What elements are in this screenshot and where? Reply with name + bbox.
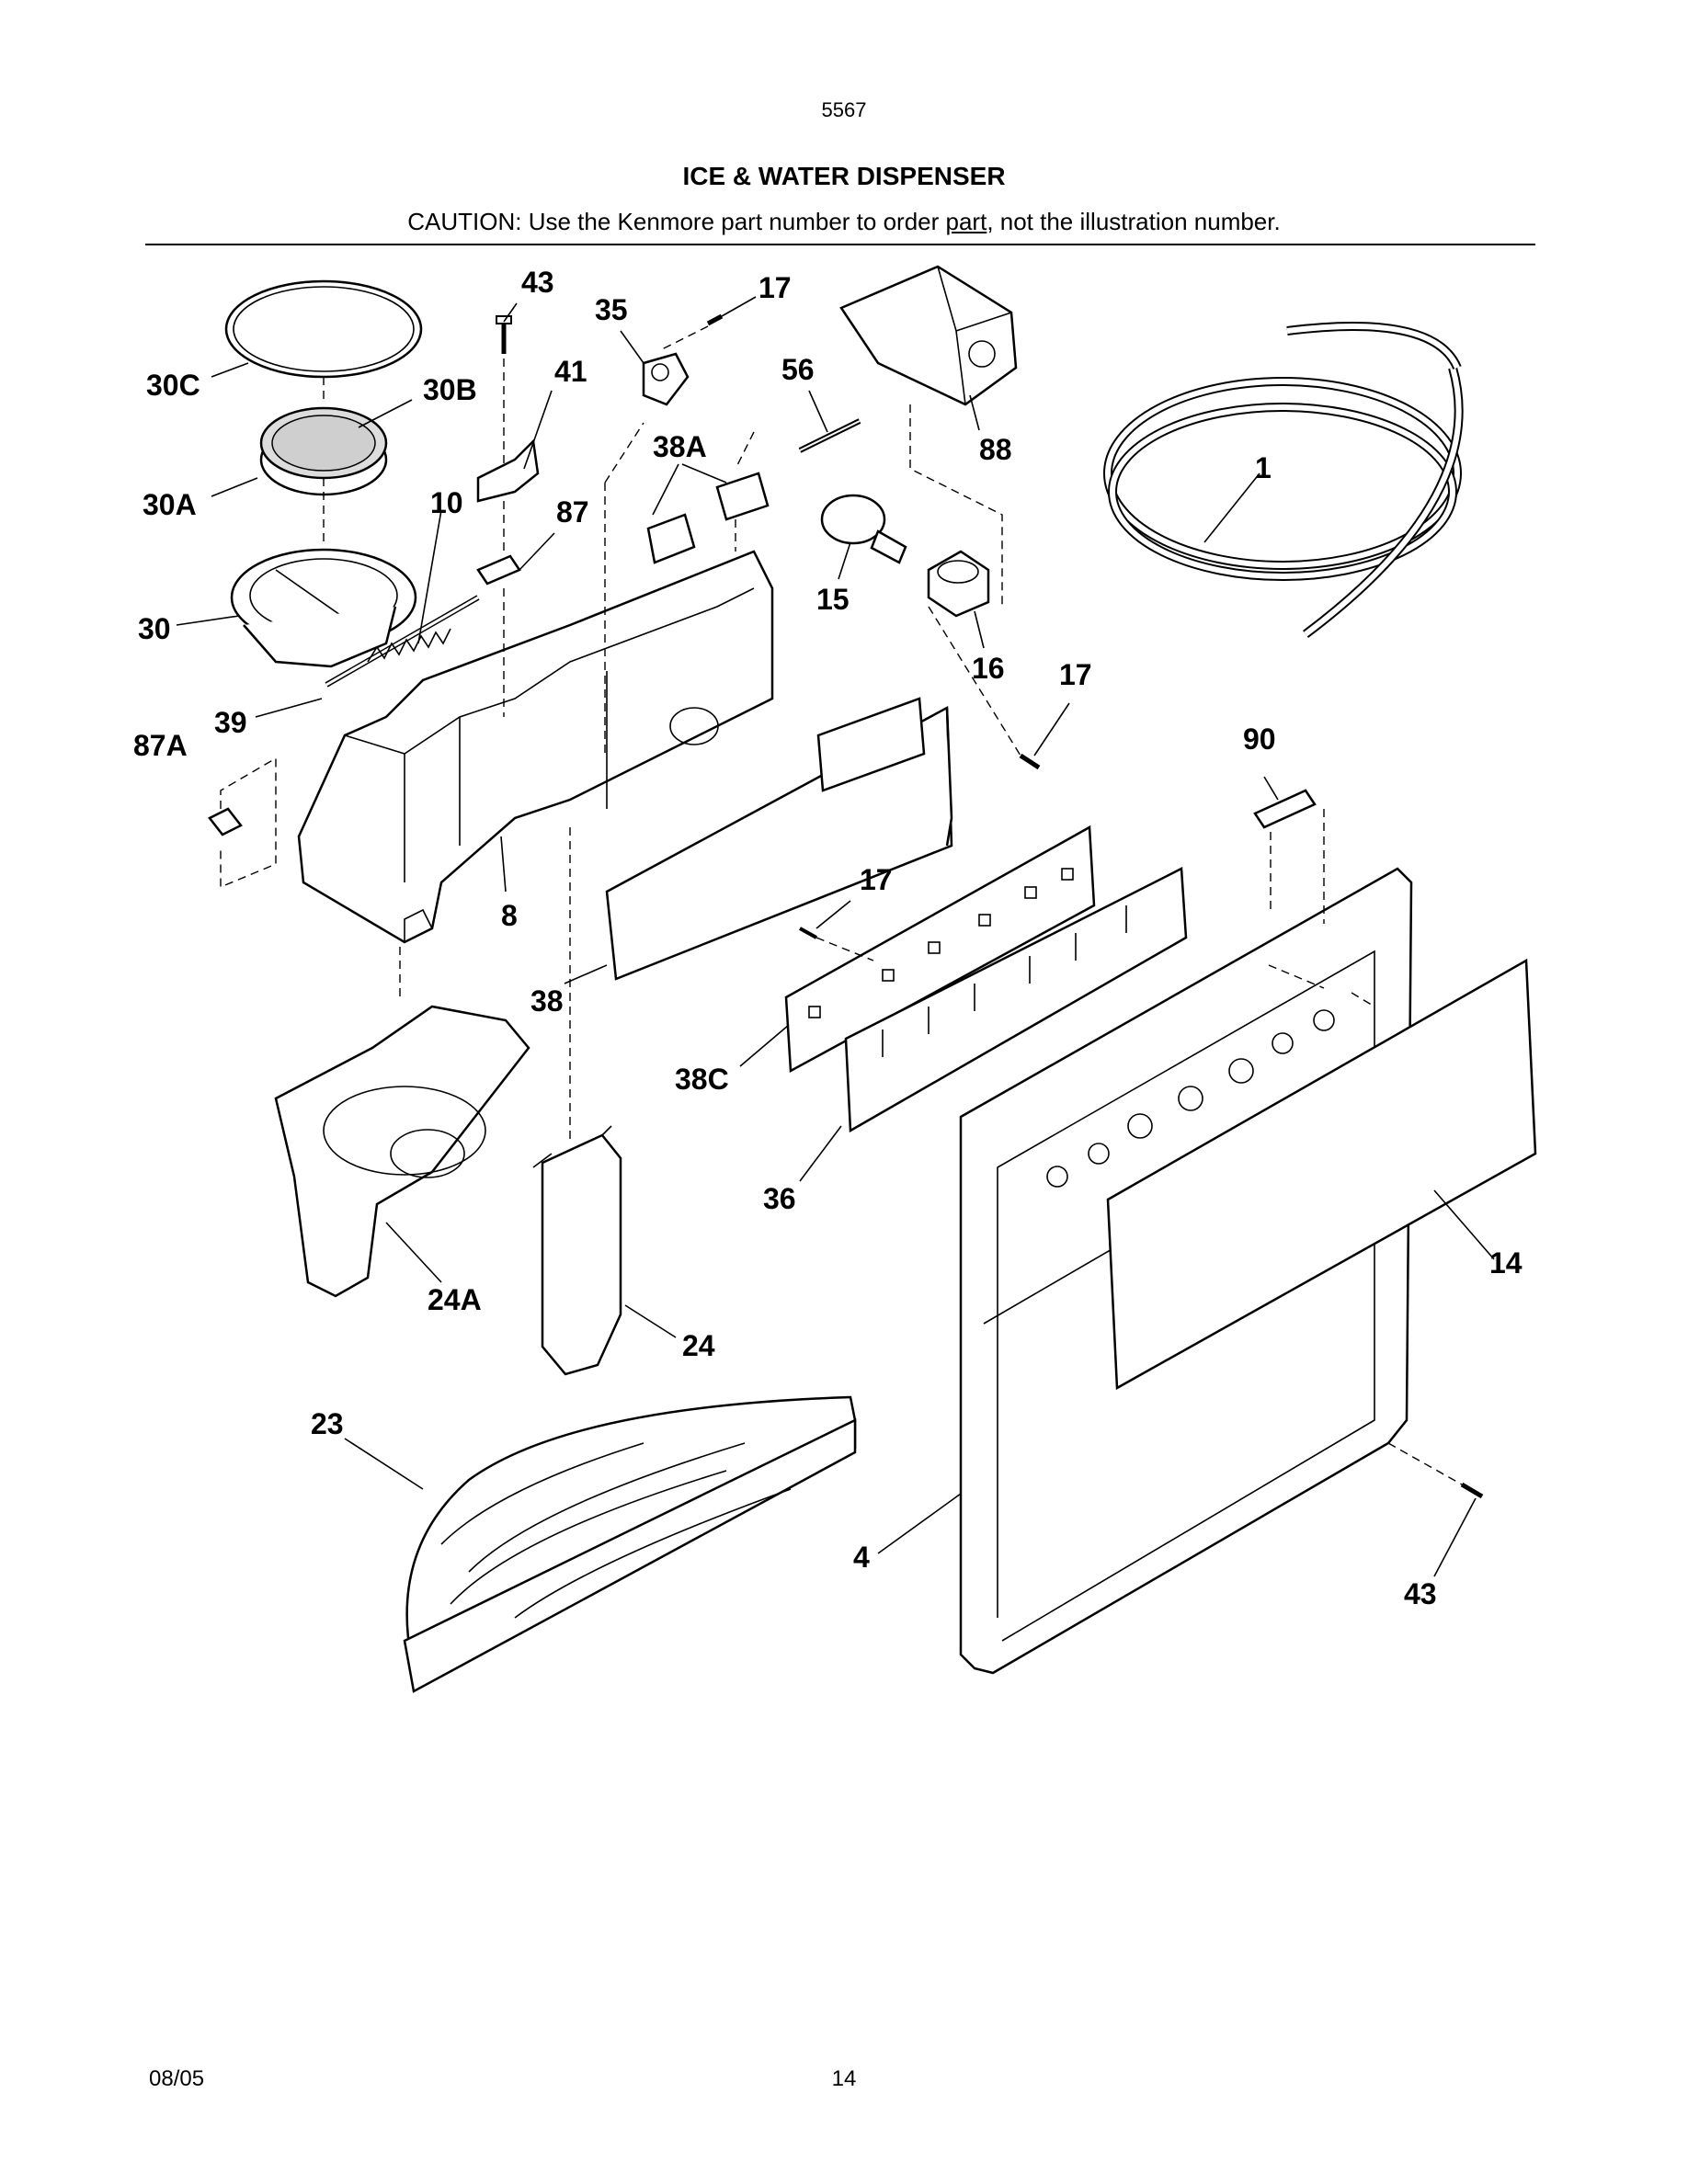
part-control-board-38 — [605, 697, 953, 981]
caution-prefix: CAUTION: Use the Kenmore part number to … — [407, 208, 946, 235]
callout-17: 17 — [758, 271, 792, 304]
footer-page-number: 14 — [831, 2066, 857, 2091]
callout-38: 38 — [530, 984, 564, 1018]
callout-17-mid: 17 — [860, 863, 893, 896]
callout-35: 35 — [595, 293, 628, 326]
part-screw-43-top — [496, 315, 512, 354]
part-screw-56 — [798, 418, 861, 453]
callout-41: 41 — [554, 355, 587, 388]
callout-labels: 43 35 17 30C 41 56 30B 38A 88 1 30A 10 8… — [133, 266, 1523, 1610]
header-rule — [145, 244, 1535, 245]
part-gasket-ring — [224, 279, 423, 379]
callout-8: 8 — [501, 899, 518, 932]
callout-15: 15 — [816, 583, 850, 616]
callout-38a: 38A — [653, 430, 707, 463]
callout-17-right: 17 — [1059, 658, 1092, 691]
part-flapper-housing — [230, 548, 417, 668]
part-ice-chute-24a — [274, 1005, 530, 1298]
part-switches-38a — [646, 472, 770, 564]
part-chute-door-24 — [532, 1125, 622, 1376]
callout-16: 16 — [972, 652, 1005, 685]
part-clip-87a — [208, 756, 277, 889]
part-lever-strip-36 — [844, 867, 1188, 1133]
caution-underlined: part — [945, 208, 987, 235]
part-screw-43-bottom — [1460, 1482, 1484, 1499]
callout-39: 39 — [214, 706, 247, 739]
callout-24: 24 — [682, 1329, 715, 1362]
part-switch-board-38c — [784, 825, 1096, 1074]
callout-30a: 30A — [143, 488, 197, 521]
part-spring-rod — [325, 595, 480, 688]
part-water-tubing — [1103, 322, 1464, 638]
callout-36: 36 — [763, 1182, 796, 1215]
callout-30: 30 — [138, 612, 171, 645]
assembly-guide-lines — [323, 325, 1463, 1485]
part-overlay-panel-14 — [1106, 958, 1537, 1391]
callout-87a: 87A — [133, 729, 188, 762]
part-pin-90 — [1253, 789, 1317, 829]
callout-30c: 30C — [146, 369, 200, 402]
callout-10: 10 — [430, 486, 463, 519]
part-motor-35 — [642, 352, 690, 406]
part-dispenser-housing — [297, 550, 774, 944]
part-screw-17-top — [706, 313, 724, 326]
callout-43-bottom: 43 — [1404, 1577, 1437, 1610]
caution-suffix: , not the illustration number. — [987, 208, 1281, 235]
callout-87: 87 — [556, 495, 589, 529]
callout-30b: 30B — [423, 373, 477, 406]
footer-date: 08/05 — [149, 2066, 205, 2091]
part-filter-disc — [259, 406, 388, 496]
callout-leaders — [176, 296, 1495, 1577]
page-code: 5567 — [821, 98, 867, 121]
part-screw-17-mid — [799, 753, 1041, 939]
callout-1: 1 — [1255, 451, 1272, 484]
callout-38c: 38C — [675, 1063, 729, 1096]
callout-4: 4 — [853, 1541, 870, 1574]
part-module-88 — [839, 265, 1018, 406]
part-socket-16 — [927, 550, 990, 618]
part-bulb-15 — [820, 494, 907, 564]
callout-43: 43 — [521, 266, 554, 299]
callout-24a: 24A — [428, 1283, 482, 1316]
page-title: ICE & WATER DISPENSER — [682, 162, 1006, 190]
part-drip-tray-23 — [403, 1395, 857, 1693]
callout-23: 23 — [311, 1407, 344, 1440]
callout-90: 90 — [1243, 722, 1276, 756]
callout-88: 88 — [979, 433, 1012, 466]
callout-56: 56 — [781, 353, 815, 386]
callout-14: 14 — [1489, 1246, 1523, 1280]
caution-note: CAUTION: Use the Kenmore part number to … — [0, 208, 1688, 236]
part-bracket-41 — [476, 438, 540, 586]
